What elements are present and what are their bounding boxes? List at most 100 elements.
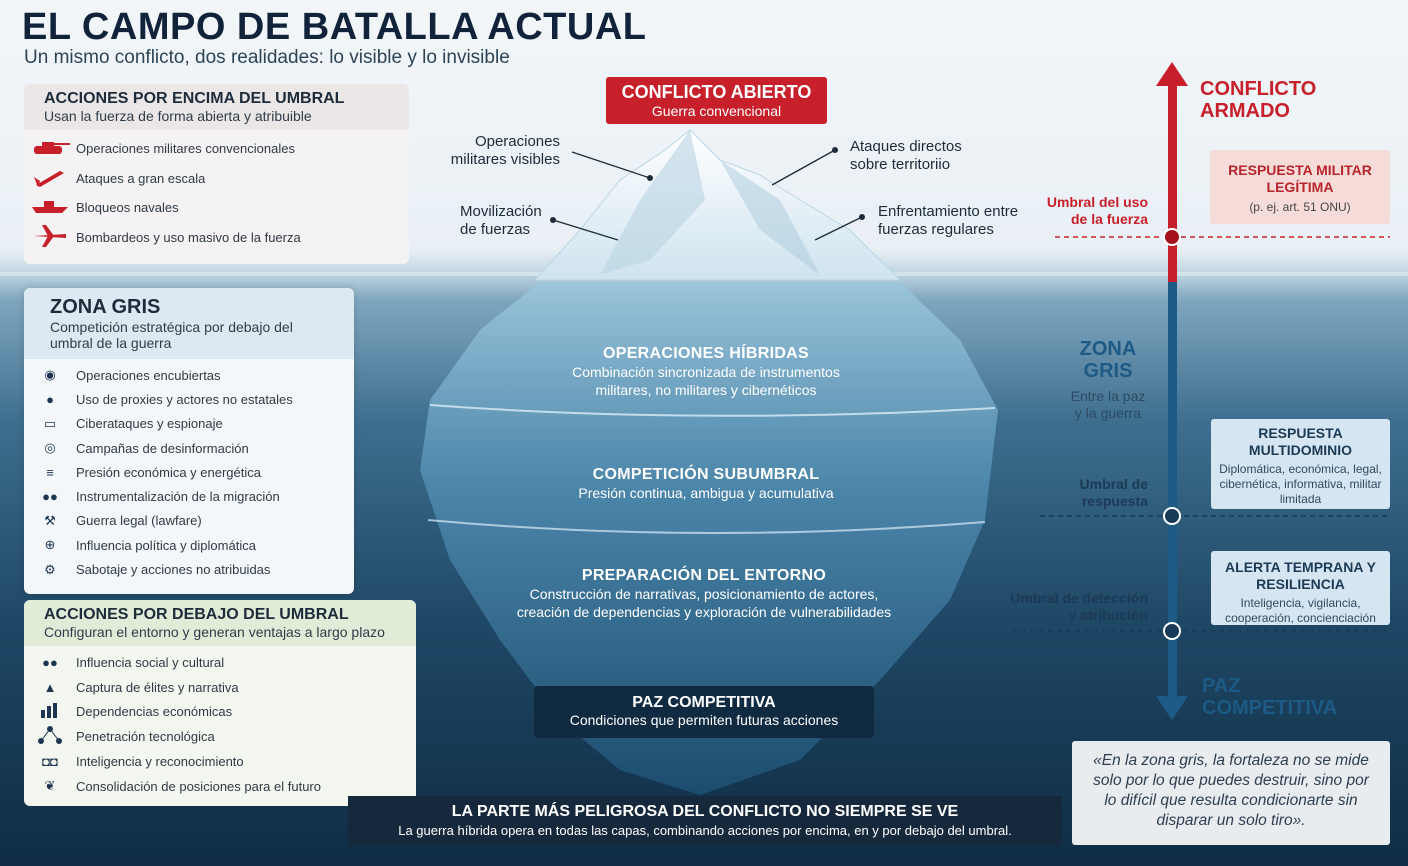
list-item: ⚒Guerra legal (lawfare) (24, 509, 354, 533)
below-threshold-panel: ACCIONES POR DEBAJO DEL UMBRAL Configura… (24, 600, 416, 806)
box-title: ALERTA TEMPRANA Y RESILIENCIA (1225, 559, 1376, 592)
callout-visible-ops: Operaciones militares visibles (450, 133, 560, 168)
item-label: Influencia social y cultural (76, 654, 225, 670)
list-item: ▭ Ciberataques y espionaje (24, 412, 354, 436)
multidomain-response-box: RESPUESTA MULTIDOMINIO Diplomática, econ… (1211, 419, 1390, 509)
layer-desc: Presión continua, ambigua y acumulativa (578, 485, 834, 501)
gray-zone-subtitle: Competición estratégica por debajo del u… (50, 319, 293, 351)
item-label: Dependencias económicas (76, 704, 233, 720)
list-item: ▲ Captura de élites y narrativa (24, 675, 416, 700)
list-item: ◎ Campañas de desinformación (24, 436, 354, 460)
scale-bottom-label: PAZ COMPETITIVA (1202, 675, 1338, 719)
bar-chart-icon (24, 702, 76, 721)
list-item: ≡ Presión económica y energética (24, 460, 354, 484)
item-label: Guerra legal (lawfare) (76, 513, 202, 529)
layer-environment-prep: PREPARACIÓN DEL ENTORNO Construcción de … (490, 567, 918, 621)
broadcast-icon: ◎ (44, 440, 56, 456)
page-subtitle: Un mismo conflicto, dos realidades: lo v… (24, 47, 510, 68)
iceberg-tip (533, 129, 902, 281)
callout-confrontation: Enfrentamiento entre fuerzas regulares (878, 203, 1019, 238)
box-title: RESPUESTA MILITAR LEGÍTIMA (1228, 162, 1372, 195)
peace-subtitle: Condiciones que permiten futuras accione… (569, 712, 839, 728)
gray-zone-panel: ZONA GRIS Competición estratégica por de… (24, 288, 354, 594)
list-item: Ataques a gran escala (24, 164, 409, 194)
arrow-down-icon (1156, 696, 1188, 720)
gear-icon: ⚙ (44, 561, 56, 577)
above-threshold-panel: ACCIONES POR ENCIMA DEL UMBRAL Usan la f… (24, 84, 409, 264)
below-threshold-subtitle: Configuran el entorno y generan ventajas… (44, 624, 385, 640)
warship-icon (24, 197, 76, 218)
item-label: Bombardeos y uso masivo de la fuerza (76, 229, 301, 245)
mask-icon: ◉ (44, 367, 56, 383)
item-label: Uso de proxies y actores no estatales (76, 391, 293, 407)
quote-box: «En la zona gris, la fortaleza no se mid… (1072, 741, 1390, 845)
item-label: Sabotaje y acciones no atribuidas (76, 562, 271, 578)
list-item: ◘◘ Inteligencia y reconocimiento (24, 749, 416, 774)
item-label: Operaciones militares convencionales (76, 141, 295, 157)
item-label: Bloqueos navales (76, 200, 179, 216)
callout-direct-attacks: Ataques directos sobre territoriio (850, 138, 962, 173)
coins-icon: ≡ (46, 464, 54, 480)
list-item: ❦ Consolidación de posiciones para el fut… (24, 774, 416, 799)
box-desc: Diplomática, económica, legal, cibernéti… (1219, 462, 1382, 506)
competitive-peace-box: PAZ COMPETITIVA Condiciones que permiten… (534, 686, 874, 738)
gray-zone-title: ZONA GRIS (50, 296, 161, 318)
item-label: Operaciones encubiertas (76, 367, 221, 383)
threshold-detection: Umbral de detección y atribución (1010, 590, 1148, 623)
list-item: ⚙ Sabotaje y acciones no atribuidas (24, 557, 354, 581)
open-conflict-subtitle: Guerra convencional (651, 103, 782, 119)
callout-mobilization: Movilización de fuerzas (460, 203, 542, 238)
leaf-icon: ❦ (44, 778, 56, 794)
list-item: ●Uso de proxies y actores no estatales (24, 387, 354, 411)
item-label: Instrumentalización de la migración (76, 489, 280, 505)
layer-desc: creación de dependencias y exploración d… (516, 604, 892, 620)
globe-icon: ⊕ (44, 537, 56, 553)
layer-title: OPERACIONES HÍBRIDAS (602, 345, 810, 362)
box-desc: (p. ej. art. 51 ONU) (1249, 200, 1351, 214)
list-item: ●● Instrumentalización de la migración (24, 484, 354, 508)
list-item: ⊕ Influencia política y diplomática (24, 533, 354, 557)
layer-hybrid-ops: OPERACIONES HÍBRIDAS Combinación sincron… (500, 345, 912, 399)
scale-top-label: CONFLICTO ARMADO (1200, 78, 1317, 122)
item-label: Campañas de desinformación (76, 440, 249, 456)
missile-icon (24, 167, 76, 190)
list-item: Bombardeos y uso masivo de la fuerza (24, 223, 409, 253)
layer-title: PREPARACIÓN DEL ENTORNO (581, 567, 827, 584)
peace-title: PAZ COMPETITIVA (632, 694, 776, 711)
above-threshold-subtitle: Usan la fuerza de forma abierta y atribu… (44, 108, 312, 124)
layer-subthreshold: COMPETICIÓN SUBUMBRAL Presión continua, … (500, 466, 912, 502)
people-group-icon: ●● (42, 489, 58, 505)
gray-zone-scale-sub: Entre la paz y la guerra (1070, 388, 1146, 421)
binoculars-icon: ◘◘ (42, 754, 58, 770)
item-label: Captura de élites y narrativa (76, 679, 239, 695)
iceberg-underwater (420, 282, 998, 795)
box-desc: Inteligencia, vigilancia, cooperación, c… (1225, 596, 1376, 625)
item-label: Ciberataques y espionaje (76, 416, 223, 432)
graduation-cap-icon: ▲ (43, 679, 57, 695)
gray-zone-scale-title: ZONA GRIS (1079, 338, 1137, 382)
list-item: Operaciones militares convencionales (24, 134, 409, 164)
threshold-force: Umbral del uso de la fuerza (1046, 194, 1148, 227)
quote-text: «En la zona gris, la fortaleza no se mid… (1093, 752, 1369, 829)
people-group-icon: ●● (42, 654, 58, 670)
list-item: ●● Influencia social y cultural (24, 650, 416, 675)
layer-desc: militares, no militares y cibernéticos (595, 382, 817, 398)
fighter-jet-icon (24, 224, 76, 250)
item-label: Inteligencia y reconocimiento (76, 754, 244, 770)
item-label: Ataques a gran escala (76, 170, 206, 186)
arrow-up-icon (1156, 62, 1188, 86)
laptop-icon: ▭ (43, 415, 57, 431)
below-threshold-title: ACCIONES POR DEBAJO DEL UMBRAL (44, 606, 349, 623)
open-conflict-box: CONFLICTO ABIERTO Guerra convencional (606, 77, 827, 124)
open-conflict-title: CONFLICTO ABIERTO (621, 82, 812, 102)
item-label: Penetración tecnológica (76, 729, 215, 745)
item-label: Influencia política y diplomática (76, 537, 256, 553)
item-label: Presión económica y energética (76, 464, 261, 480)
tank-icon (24, 138, 76, 159)
layer-desc: Construcción de narrativas, posicionamie… (529, 586, 879, 602)
item-label: Consolidación de posiciones para el futu… (76, 778, 321, 794)
layer-desc: Combinación sincronizada de instrumentos (572, 364, 840, 380)
layer-title: COMPETICIÓN SUBUMBRAL (592, 466, 820, 483)
box-title: RESPUESTA MULTIDOMINIO (1248, 425, 1353, 458)
